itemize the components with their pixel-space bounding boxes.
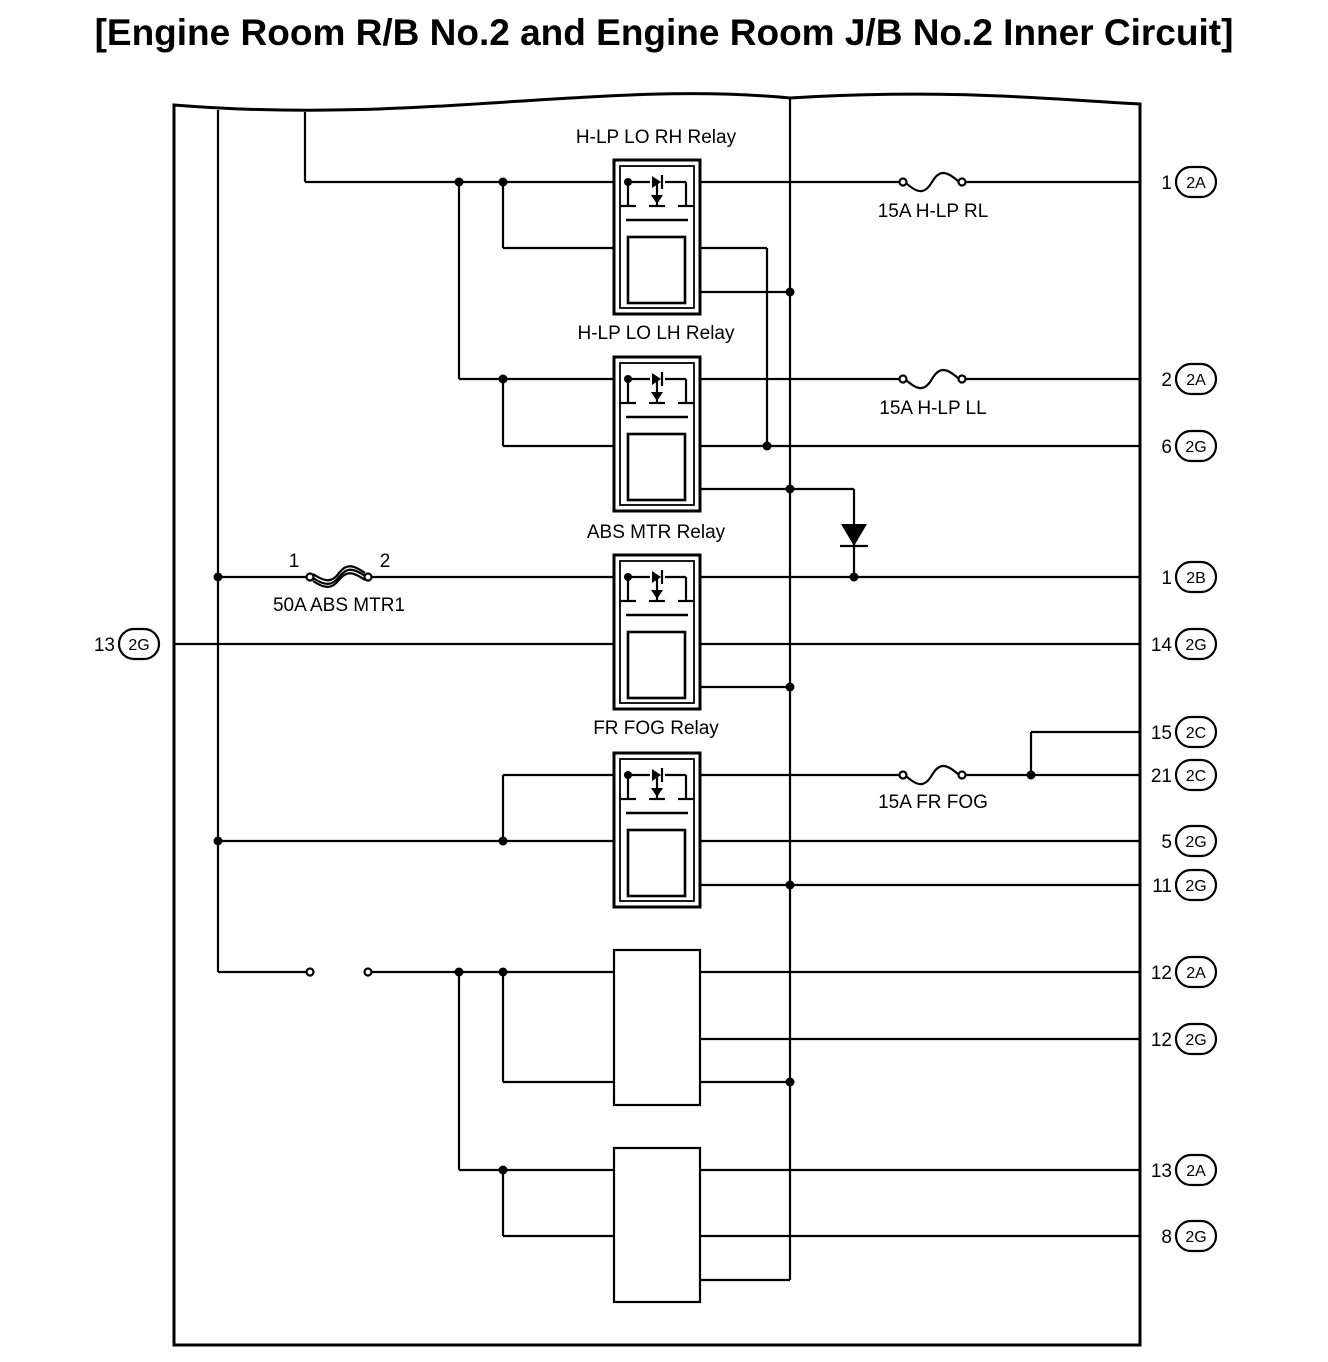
connector-r-6-2g: 2G 6 xyxy=(1161,429,1218,463)
fuse-hlp-ll-symbol xyxy=(898,368,967,390)
connector-r-11-2g: 2G 11 xyxy=(1152,868,1218,902)
relay-hlp-lo-lh xyxy=(612,355,702,513)
connector-r-1-2a: 2A 1 xyxy=(1161,165,1218,199)
lower-block-1-wiring xyxy=(218,970,1140,1084)
connector-id: 2G xyxy=(1185,1229,1206,1246)
connector-r-5-2g: 2G 5 xyxy=(1161,824,1218,858)
relay-hlp-lo-rh xyxy=(612,158,702,316)
relay-fr-fog xyxy=(612,751,702,909)
lower-block-2 xyxy=(612,1146,702,1304)
connector-pin: 12 xyxy=(1151,1030,1172,1051)
connector-pin: 15 xyxy=(1151,723,1172,744)
relay-label-hlp-lo-lh: H-LP LO LH Relay xyxy=(578,323,735,344)
relay-fr-fog-wiring xyxy=(218,730,1140,887)
connector-r-13-2a: 2A 13 xyxy=(1151,1153,1218,1187)
connector-r-2-2a: 2A 2 xyxy=(1161,362,1218,396)
fuse-pin-left: 1 xyxy=(289,551,300,572)
fuse-label-hlp-rl: 15A H-LP RL xyxy=(878,201,989,222)
connector-r-14-2g: 2G 14 xyxy=(1151,627,1218,661)
connector-pin: 11 xyxy=(1152,876,1172,897)
connector-id: 2G xyxy=(1185,878,1206,895)
fuse-pin-right: 2 xyxy=(380,551,391,572)
relay-label-fr-fog: FR FOG Relay xyxy=(593,718,719,739)
connector-layer: 2G132A12A22G62B12G142C152C212G52G112A122… xyxy=(94,165,1218,1253)
switch-contact-left xyxy=(305,967,315,977)
fuse-label-hlp-ll: 15A H-LP LL xyxy=(879,398,986,419)
connector-r-12-2a: 2A 12 xyxy=(1151,955,1218,989)
connector-pin: 14 xyxy=(1151,635,1173,656)
switch-contact-right xyxy=(363,967,373,977)
connector-pin: 5 xyxy=(1161,832,1172,853)
fuse-fr-fog-symbol xyxy=(898,764,967,786)
connector-r-1-2b: 2B 1 xyxy=(1161,560,1218,594)
fuse-hlp-rl-symbol xyxy=(898,171,967,193)
connector-r-12-2g: 2G 12 xyxy=(1151,1022,1218,1056)
fuse-label-abs-mtr1: 50A ABS MTR1 xyxy=(273,595,405,616)
connector-id: 2G xyxy=(1185,637,1206,654)
connector-id: 2C xyxy=(1186,768,1206,785)
connector-r-15-2c: 2C 15 xyxy=(1151,715,1218,749)
connector-r-8-2g: 2G 8 xyxy=(1161,1219,1218,1253)
connector-id: 2G xyxy=(1185,834,1206,851)
enclosure xyxy=(172,92,1142,1347)
connector-pin: 2 xyxy=(1161,370,1172,391)
connector-pin: 1 xyxy=(1161,568,1172,589)
page-title: [Engine Room R/B No.2 and Engine Room J/… xyxy=(94,12,1234,53)
diode-symbol xyxy=(840,524,868,548)
connector-id: 2G xyxy=(128,637,149,654)
connector-pin: 6 xyxy=(1161,437,1172,458)
connector-id: 2C xyxy=(1186,725,1206,742)
connector-left-13-2g: 2G 13 xyxy=(94,627,161,661)
relay-layer xyxy=(612,158,702,909)
fuse-abs-mtr1-symbol xyxy=(305,565,373,588)
connector-id: 2A xyxy=(1186,372,1206,389)
lower-block-1 xyxy=(612,948,702,1107)
relay-label-abs-mtr: ABS MTR Relay xyxy=(587,522,726,543)
connector-id: 2A xyxy=(1186,965,1206,982)
connector-id: 2G xyxy=(1185,439,1206,456)
relay-hlp-lo-lh-wiring xyxy=(459,377,1140,577)
connector-pin: 12 xyxy=(1151,963,1172,984)
connector-id: 2B xyxy=(1186,570,1206,587)
vertical-buses xyxy=(216,97,792,1280)
connector-id: 2A xyxy=(1186,1163,1206,1180)
relay-hlp-lo-rh-wiring xyxy=(305,180,1140,294)
relay-label-hlp-lo-rh: H-LP LO RH Relay xyxy=(576,127,737,148)
connector-r-21-2c: 2C 21 xyxy=(1151,758,1218,792)
relay-abs-mtr xyxy=(612,553,702,711)
connector-id: 2A xyxy=(1186,175,1206,192)
connector-pin: 13 xyxy=(1151,1161,1172,1182)
connector-id: 2G xyxy=(1185,1032,1206,1049)
connector-pin: 21 xyxy=(1151,766,1172,787)
lower-block-2-wiring xyxy=(459,1168,1140,1282)
fuse-label-fr-fog: 15A FR FOG xyxy=(878,792,988,813)
connector-pin: 1 xyxy=(1161,173,1172,194)
connector-pin: 8 xyxy=(1161,1227,1172,1248)
connector-pin: 13 xyxy=(94,635,115,656)
junction-dots xyxy=(213,177,1036,1175)
